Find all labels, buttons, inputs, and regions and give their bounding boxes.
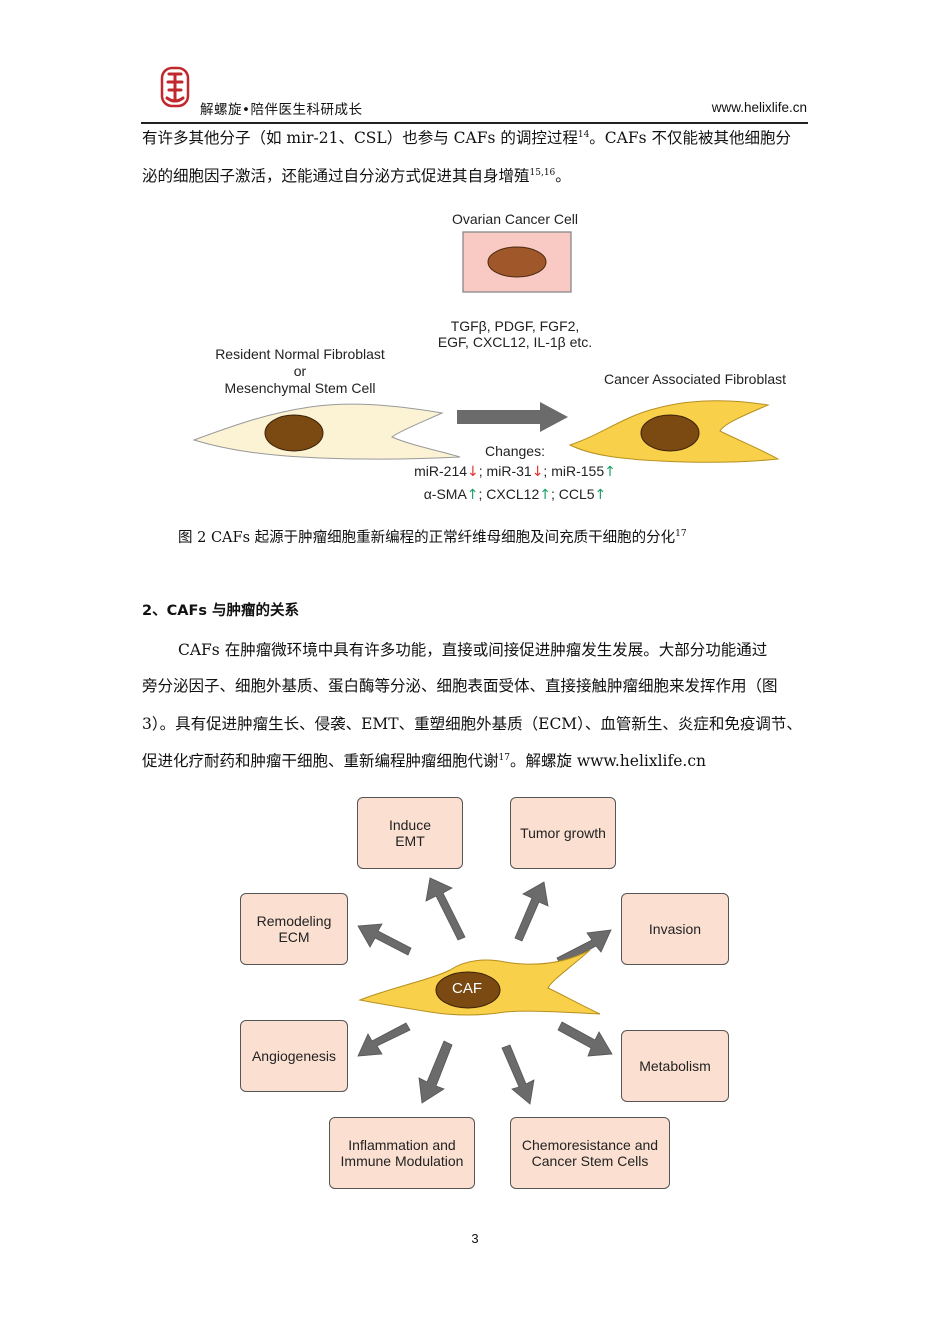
citation: 17 [675,529,687,539]
figure-2-diagram [180,205,780,515]
citation: 15,16 [529,168,556,178]
arrow-to-growth [514,881,549,942]
normal-fibroblast-nucleus [264,414,324,452]
caf-label: Cancer Associated Fibroblast [603,371,787,387]
factors-line-1: TGFβ, PDGF, FGF2, [450,318,580,334]
source-cell-label: Resident Normal Fibroblast or Mesenchyma… [180,346,420,397]
page-number: 3 [471,1231,479,1246]
box-remodeling-ecm: Remodeling ECM [240,893,348,965]
normal-fibroblast-shape [192,403,461,460]
up-arrow-icon: ↑ [539,487,551,503]
source-line-3: Mesenchymal Stem Cell [224,380,376,396]
caption-text: 图 2 CAFs 起源于肿瘤细胞重新编程的正常纤维母细胞及间充质干细胞的分化 [178,530,676,546]
citation: 17 [498,753,510,763]
figure-2-caption: 图 2 CAFs 起源于肿瘤细胞重新编程的正常纤维母细胞及间充质干细胞的分化17 [178,528,687,548]
caf-center-nucleus [435,971,501,1009]
ovarian-cell-nucleus [487,246,547,278]
arrow-to-inflammation [418,1040,453,1104]
paragraph-line: CAFs 在肿瘤微环境中具有许多功能，直接或间接促进肿瘤发生发展。大部分功能通过 [178,641,768,659]
box-tumor-growth: Tumor growth [510,797,616,869]
paragraph-line: 泌的细胞因子激活，还能通过自分泌方式促进其自身增殖15,16。 [142,166,571,186]
change-item-label: ; CXCL12 [478,486,540,502]
factors-line-2: EGF, CXCL12, IL-1β etc. [437,334,593,350]
changes-title: Changes: [485,443,545,459]
down-arrow-icon: ↓ [467,464,479,480]
ovarian-cancer-cell-label: Ovarian Cancer Cell [451,211,579,227]
caf-center-label: CAF [452,980,482,997]
text-span: 。解螺旋 www.helixlife.cn [509,752,707,770]
change-item-label: ; miR-31 [478,463,532,479]
box-inflammation: Inflammation and Immune Modulation [329,1117,475,1189]
box-induce-emt: Induce EMT [357,797,463,869]
section-heading: 2、CAFs 与肿瘤的关系 [142,603,300,619]
arrow-to-ecm [357,923,412,956]
text-span: 。CAFs 不仅能被其他细胞分 [589,129,791,147]
paragraph-line: 有许多其他分子（如 mir-21、CSL）也参与 CAFs 的调控过程14。CA… [142,128,791,148]
figure-3-diagram [230,790,740,1190]
box-invasion: Invasion [621,893,729,965]
arrow-to-angio [357,1022,411,1057]
header-website[interactable]: www.helixlife.cn [711,100,807,115]
text-span: 泌的细胞因子激活，还能通过自分泌方式促进其自身增殖 [142,167,530,185]
arrow-to-emt [425,877,466,941]
box-metabolism: Metabolism [621,1030,729,1102]
paragraph-line: 旁分泌因子、细胞外基质、蛋白酶等分泌、细胞表面受体、直接接触肿瘤细胞来发挥作用（… [142,677,778,695]
arrow-to-chemo [501,1044,535,1105]
arrow-to-metabolism [557,1021,613,1057]
text-span: 。 [555,167,571,185]
change-item-label: miR-214 [414,463,468,479]
figure-3-svg [357,877,613,1105]
up-arrow-icon: ↑ [594,487,607,503]
changes-mirna: miR-214↓; miR-31↓; miR-155↑ [350,463,680,480]
box-angiogenesis: Angiogenesis [240,1020,348,1092]
change-item-label: ; CCL5 [550,486,595,502]
paragraph-line: 促进化疗耐药和肿瘤干细胞、重新编程肿瘤细胞代谢17。解螺旋 www.helixl… [142,751,706,771]
source-line-2: or [293,363,307,379]
change-item-label: ; miR-155 [543,463,605,479]
box-chemoresistance: Chemoresistance and Cancer Stem Cells [510,1117,670,1189]
up-arrow-icon: ↑ [466,487,479,503]
paragraph-line: 3）。具有促进肿瘤生长、侵袭、EMT、重塑细胞外基质（ECM）、血管新生、炎症和… [142,715,802,733]
caf-nucleus [640,414,700,452]
text-span: 促进化疗耐药和肿瘤干细胞、重新编程肿瘤细胞代谢 [142,752,499,770]
text-span: 有许多其他分子（如 mir-21、CSL）也参与 CAFs 的调控过程 [142,129,578,147]
header-divider [141,122,808,124]
up-arrow-icon: ↑ [604,464,616,480]
transition-arrow [457,402,568,432]
down-arrow-icon: ↓ [531,464,544,480]
figure-2-svg [192,231,780,463]
header-logo [157,64,193,110]
citation: 14 [577,130,590,140]
changes-proteins: α-SMA↑; CXCL12↑; CCL5↑ [350,486,680,503]
header-slogan: 解螺旋•陪伴医生科研成长 [200,102,363,118]
change-item-label: α-SMA [423,486,467,502]
helix-logo-icon [160,66,190,108]
source-line-1: Resident Normal Fibroblast [215,346,385,362]
